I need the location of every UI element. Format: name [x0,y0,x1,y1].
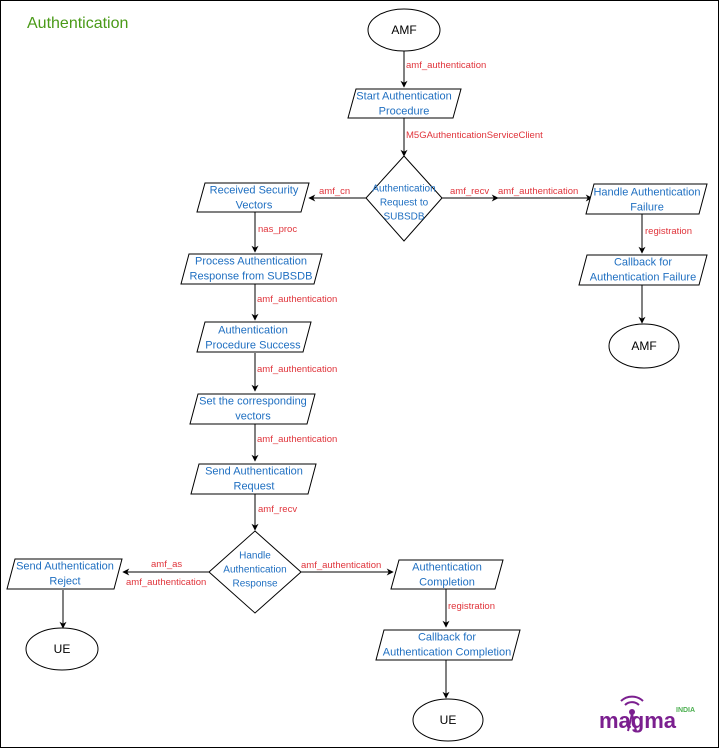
node-label-line: Authentication [412,561,482,573]
node-label-line: Authentication [223,565,286,576]
process-procedure-success [196,321,312,353]
node-label-line: Request [234,480,275,492]
terminator-ue-left [25,627,99,671]
node-label-line: UE [54,642,71,656]
logo-wordmark: magma [599,708,677,733]
node-label-line: Authentication [372,184,435,195]
process-callback-completion [375,629,521,661]
edge-label: registration [645,226,692,237]
edge-label: amf_cn [319,186,350,197]
edge-label: amf_authentication [257,294,337,305]
node-label-line: Send Authentication [205,465,303,477]
node-label-line: Procedure [379,105,430,117]
node-label-line: AMF [631,339,656,353]
node-label-line: vectors [235,410,271,422]
node-label-line: Completion [419,576,475,588]
node-label-line: Start Authentication [356,90,451,102]
edge-label: amf_recv [450,186,489,197]
terminator-amf-top [367,8,441,52]
edge-label: nas_proc [258,224,297,235]
edges [59,51,646,699]
node-label-line: Response [232,579,277,590]
process-start-authentication [347,88,462,119]
node-label-line: Authentication Failure [590,271,696,283]
node-label-line: Set the corresponding [199,395,307,407]
process-authentication-response [180,253,323,285]
edge-label: amf_authentication [257,434,337,445]
process-authentication-completion [390,559,504,590]
decision-authentication-request [365,155,443,242]
node-label-line: Response from SUBSDB [190,270,313,282]
terminator-ue-left-label: UE [54,642,71,656]
node-label-line: Handle [239,551,271,562]
node-label-line: Failure [630,201,664,213]
terminator-ue-bottom-label: UE [440,713,457,727]
edge-label: amf_authentication [301,560,381,571]
process-handle-failure [585,183,708,215]
node-label-line: Reject [49,575,80,587]
node-label-line: Handle Authentication [593,186,700,198]
node-label-line: UE [440,713,457,727]
node-label-line: SUBSDB [383,212,424,223]
node-label-line: Callback for [418,631,476,643]
node-label-line: Authentication Completion [383,646,511,658]
terminator-ue-bottom [412,698,484,742]
terminator-amf-right-label: AMF [631,339,656,353]
antenna-icon [620,695,644,732]
edge-label: amf_authentication [257,364,337,375]
edge-label: registration [448,601,495,612]
node-label-line: Procedure Success [205,339,301,351]
node-label-line: Received Security [210,184,299,196]
node-label-line: AMF [391,23,416,37]
terminator-amf-right [608,323,680,369]
node-label-line: Callback for [614,256,672,268]
edge-labels: amf_authentication M5GAuthenticationServ… [126,60,692,612]
decision-handle-response [208,530,302,614]
node-label-line: Vectors [236,199,273,211]
diagram-title: Authentication [27,15,128,32]
edge-label: amf_as [151,559,182,570]
process-received-vectors [196,182,310,213]
edge-label: amf_authentication [498,186,578,197]
process-callback-failure [578,254,708,286]
node-label-line: Send Authentication [16,560,114,572]
process-send-request [190,463,317,495]
magma-logo: magma INDIA [599,695,695,733]
node-label-line: Authentication [218,324,288,336]
edge-label: amf_authentication [406,60,486,71]
process-set-vectors-label: Set the corresponding vectors [199,395,307,422]
logo-tag: INDIA [676,707,695,714]
edge-label: amf_recv [258,504,297,515]
edge-label: amf_authentication [126,577,206,588]
process-send-reject [6,558,123,590]
node-label-line: Request to [380,198,429,209]
node-label-line: Process Authentication [195,255,307,267]
terminator-amf-top-label: AMF [391,23,416,37]
process-set-vectors [189,393,316,425]
edge-label: M5GAuthenticationServiceClient [406,130,543,141]
